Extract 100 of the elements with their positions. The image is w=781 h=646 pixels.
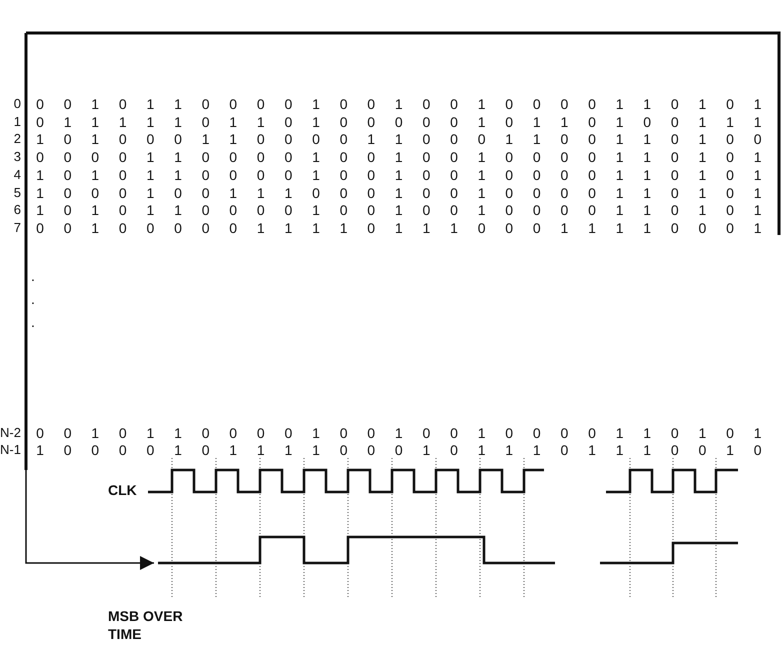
bit-value: 0 — [284, 167, 292, 183]
bit-value: 0 — [91, 149, 100, 165]
bit-value: 0 — [174, 220, 182, 236]
bit-value: 0 — [670, 425, 679, 441]
bit-value: 1 — [422, 442, 430, 458]
bit-value: 1 — [478, 202, 486, 218]
bit-value: 0 — [670, 202, 679, 218]
bit-value: 0 — [670, 442, 679, 458]
bit-value: 0 — [422, 185, 430, 201]
bit-value: 0 — [367, 114, 376, 130]
bit-value: 0 — [118, 425, 127, 441]
bit-value: 0 — [202, 202, 210, 218]
bit-value: 0 — [118, 167, 127, 183]
bit-value: 0 — [284, 131, 292, 147]
bit-value: 1 — [754, 425, 762, 441]
bit-value: 0 — [726, 185, 734, 201]
bit-value: 1 — [698, 185, 706, 201]
bit-value: 1 — [560, 114, 568, 130]
signal-name: MSB OVER TIME — [108, 607, 184, 643]
bit-value: 0 — [643, 114, 652, 130]
bit-value: 0 — [118, 96, 127, 112]
bit-value: 0 — [284, 149, 292, 165]
bit-value: 0 — [450, 442, 458, 458]
bit-value: 0 — [118, 185, 127, 201]
bit-value: 0 — [505, 220, 514, 236]
bit-value: 1 — [643, 149, 652, 165]
bit-value: 1 — [146, 96, 154, 112]
bit-value: 1 — [754, 220, 762, 236]
bit-value: 1 — [532, 442, 541, 458]
bit-value: 1 — [256, 114, 265, 130]
bit-value: 0 — [505, 114, 514, 130]
bit-value: 0 — [340, 202, 348, 218]
bit-value: 1 — [91, 131, 100, 147]
bit-value: 1 — [174, 425, 182, 441]
bit-value: 0 — [367, 149, 376, 165]
row-label: 5 — [12, 185, 21, 201]
bit-value: 1 — [394, 220, 403, 236]
bit-value: 0 — [588, 185, 596, 201]
bit-value: 1 — [284, 185, 292, 201]
bit-value: 1 — [394, 96, 403, 112]
bit-value: 0 — [36, 114, 44, 130]
bit-value: 0 — [256, 149, 265, 165]
bit-value: 0 — [505, 202, 514, 218]
bit-value: 1 — [312, 220, 320, 236]
bit-value: 0 — [532, 425, 541, 441]
bit-value: 1 — [394, 167, 403, 183]
bit-value: 0 — [64, 442, 72, 458]
bit-value: 1 — [616, 149, 624, 165]
bit-value: 1 — [229, 185, 238, 201]
bit-value: 1 — [91, 114, 100, 130]
bit-value: 0 — [698, 442, 706, 458]
bit-value: 1 — [643, 167, 652, 183]
bit-value: 0 — [422, 96, 430, 112]
bit-value: 0 — [202, 167, 210, 183]
bit-value: 0 — [229, 96, 238, 112]
bit-value: 1 — [146, 202, 154, 218]
bit-value: 1 — [146, 185, 154, 201]
bit-value: 0 — [588, 167, 596, 183]
bit-value: 0 — [726, 425, 734, 441]
bit-value: 0 — [340, 149, 348, 165]
bit-value: 0 — [422, 167, 430, 183]
bit-value: 1 — [698, 425, 706, 441]
bit-value: 0 — [588, 149, 596, 165]
bit-value: 0 — [478, 220, 486, 236]
bit-value: 0 — [670, 167, 679, 183]
bit-value: 1 — [394, 149, 403, 165]
bit-value: 0 — [118, 220, 127, 236]
bit-value: 0 — [118, 131, 127, 147]
bit-value: 1 — [643, 202, 652, 218]
bit-value: 0 — [588, 202, 596, 218]
bit-value: 0 — [532, 185, 541, 201]
bit-value: 1 — [174, 167, 182, 183]
bit-value: 0 — [450, 202, 458, 218]
bit-value: 1 — [616, 425, 624, 441]
bit-value: 0 — [64, 202, 72, 218]
row-label: 6 — [12, 202, 21, 218]
bit-value: 0 — [312, 131, 320, 147]
bit-value: 0 — [754, 131, 762, 147]
bit-value: 0 — [36, 149, 44, 165]
bit-value: 0 — [450, 96, 458, 112]
bit-value: 0 — [532, 96, 541, 112]
bit-value: 0 — [450, 131, 458, 147]
bit-value: 1 — [616, 202, 624, 218]
bit-value: 0 — [146, 131, 154, 147]
bit-value: 0 — [450, 185, 458, 201]
bit-value: 1 — [229, 442, 238, 458]
bit-value: 0 — [450, 149, 458, 165]
bit-value: 0 — [340, 167, 348, 183]
bit-value: 0 — [340, 114, 348, 130]
bit-value: 0 — [146, 220, 154, 236]
bit-value: 0 — [64, 220, 72, 236]
bit-value: 1 — [91, 167, 100, 183]
bit-value: 0 — [532, 202, 541, 218]
bit-value: 0 — [560, 149, 568, 165]
bit-value: 0 — [229, 425, 238, 441]
ellipsis-dot: . — [31, 268, 35, 284]
bit-value: 0 — [698, 220, 706, 236]
bit-value: 1 — [36, 442, 44, 458]
bit-value: 1 — [505, 442, 514, 458]
bit-value: 0 — [560, 425, 568, 441]
